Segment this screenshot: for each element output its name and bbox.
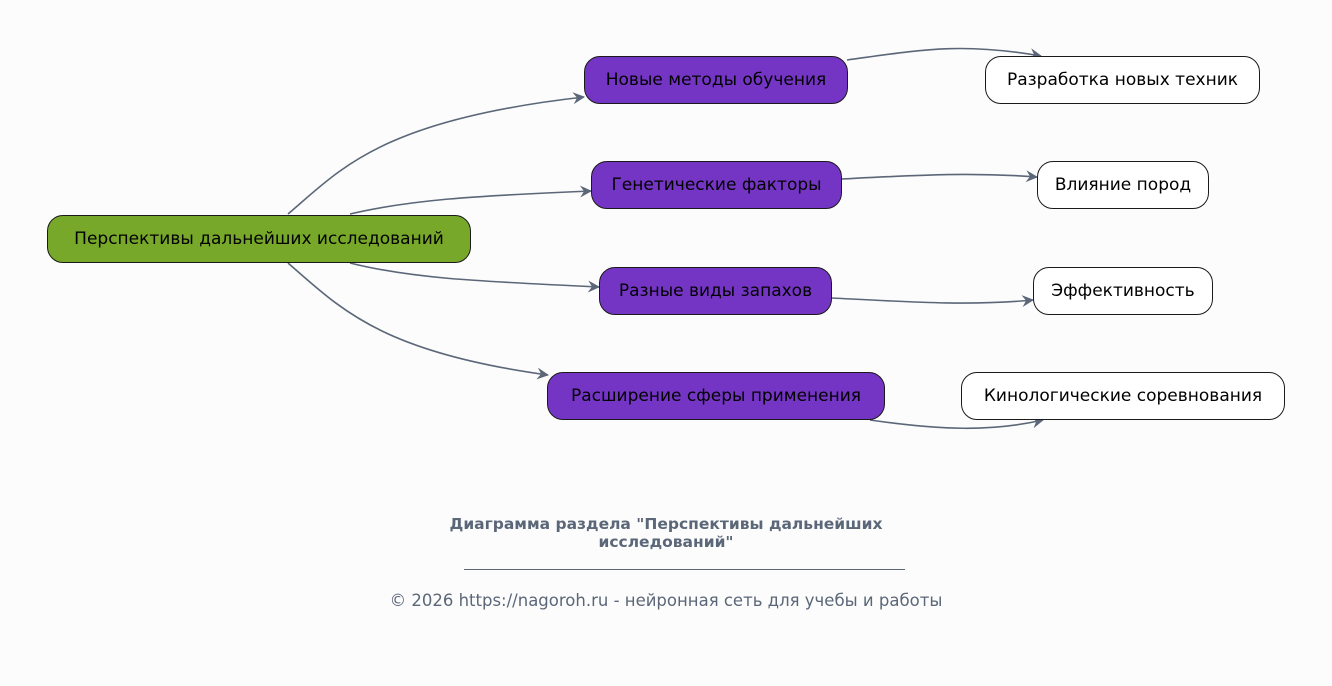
leaf-node-label: Влияние пород bbox=[1054, 175, 1192, 195]
edge-application-scope-to-competitions bbox=[869, 416, 1044, 430]
edge-root-to-genetic-factors bbox=[349, 185, 592, 215]
caption-divider bbox=[464, 569, 905, 570]
leaf-node-label: Эффективность bbox=[1051, 281, 1195, 301]
edge-root-to-application-scope bbox=[287, 262, 549, 380]
leaf-node-effectiveness[interactable]: Эффективность bbox=[1033, 267, 1213, 315]
branch-node-genetic-factors[interactable]: Генетические факторы bbox=[591, 161, 842, 209]
leaf-node-competitions[interactable]: Кинологические соревнования bbox=[961, 372, 1285, 420]
diagram-caption-title: Диаграмма раздела "Перспективы дальнейши… bbox=[0, 515, 1332, 551]
edge-smell-types-to-effectiveness bbox=[831, 295, 1034, 308]
root-node[interactable]: Перспективы дальнейших исследований bbox=[47, 215, 471, 263]
branch-node-smell-types[interactable]: Разные виды запахов bbox=[599, 267, 832, 315]
edge-root-to-smell-types bbox=[349, 262, 600, 293]
branch-node-label: Генетические факторы bbox=[611, 175, 822, 195]
leaf-node-new-techniques[interactable]: Разработка новых техник bbox=[985, 56, 1260, 104]
leaf-node-label: Разработка новых техник bbox=[1006, 70, 1239, 90]
branch-node-label: Новые методы обучения bbox=[605, 70, 827, 90]
branch-node-label: Расширение сферы применения bbox=[570, 386, 862, 406]
leaf-node-breed-influence[interactable]: Влияние пород bbox=[1037, 161, 1209, 209]
caption-title-line-2: исследований" bbox=[598, 533, 734, 551]
edge-genetic-factors-to-breed-influence bbox=[840, 170, 1038, 183]
branch-node-label: Разные виды запахов bbox=[618, 281, 813, 301]
footer-copyright: © 2026 https://nagoroh.ru - нейронная се… bbox=[389, 591, 943, 610]
branch-node-application-scope[interactable]: Расширение сферы применения bbox=[547, 372, 885, 420]
leaf-node-label: Кинологические соревнования bbox=[983, 386, 1263, 406]
edge-new-methods-to-new-techniques bbox=[846, 47, 1042, 61]
caption-title-line-1: Диаграмма раздела "Перспективы дальнейши… bbox=[449, 515, 883, 533]
branch-node-new-methods[interactable]: Новые методы обучения bbox=[584, 56, 848, 104]
root-node-label: Перспективы дальнейших исследований bbox=[74, 229, 444, 249]
edge-root-to-new-methods bbox=[287, 92, 585, 215]
